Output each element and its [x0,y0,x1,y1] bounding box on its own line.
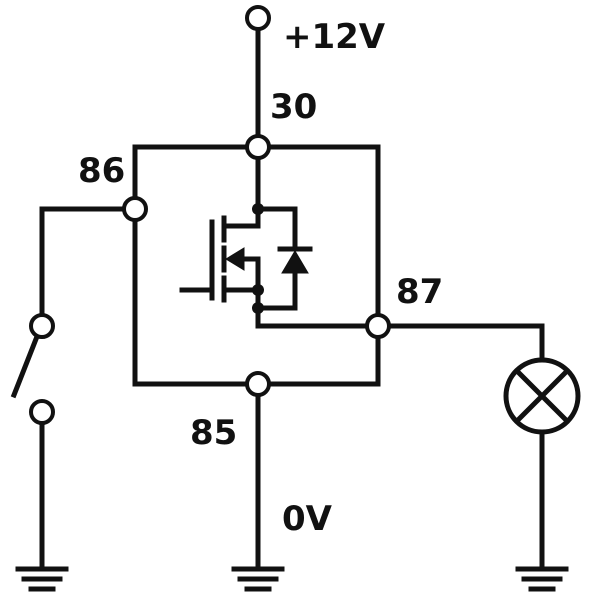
pin-87-node [365,313,391,339]
mosfet-arrow [225,247,245,271]
switch-contact-upper [29,313,55,339]
ground-icon [515,566,569,592]
pin-30-label: 30 [270,87,317,127]
pin-30-node [245,134,271,160]
pin-86-node [122,196,148,222]
lamp-symbol [503,357,581,572]
diode-symbol [255,206,313,311]
supply-voltage-label: +12V [283,17,386,57]
output-line [255,305,545,363]
pin-85-node [245,371,271,397]
ground-icon [15,566,69,592]
switch-contact-lower [29,399,55,425]
switch-lever [10,330,42,399]
ground-icon [231,566,285,592]
ground-reference-label: 0V [282,499,333,539]
supply-terminal [245,5,271,31]
pin-86-label: 86 [78,151,125,191]
pin-85-label: 85 [190,413,237,453]
diode-triangle [281,250,309,274]
pin-87-label: 87 [396,272,443,312]
source-junction-upper [252,284,264,296]
switch-branch [10,206,138,572]
mosfet-symbol [179,144,261,327]
relay-box [132,144,381,387]
